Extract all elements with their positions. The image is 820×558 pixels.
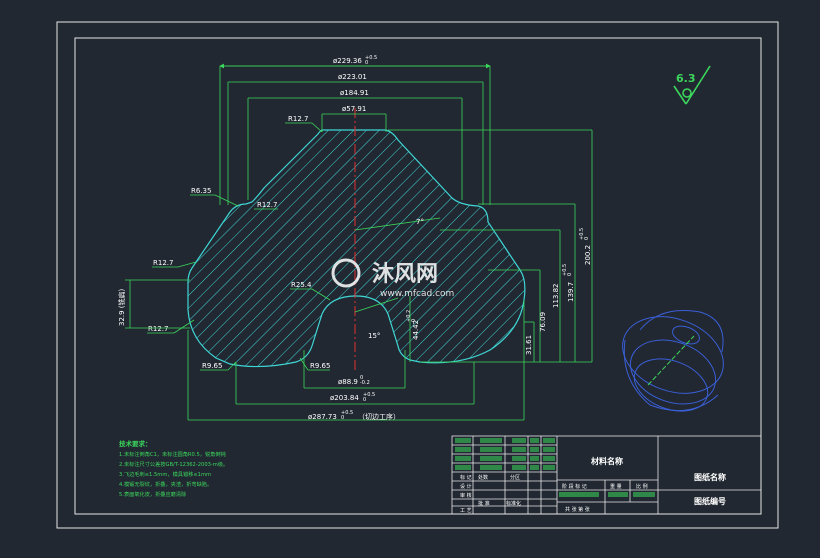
dim-d287-tol2: 0 <box>341 415 344 421</box>
title-block <box>451 435 762 515</box>
notes-line-5: 5.表面氧化皮，折叠应磨清除 <box>119 490 187 498</box>
tb-row-sheji: 设 计 <box>460 483 472 490</box>
tb-weight-label: 重 量 <box>610 483 622 490</box>
dim-v200: 200.2 <box>584 245 592 265</box>
tb-bottom-pizhun: 批 准 <box>478 500 490 507</box>
dim-v139: 139.7 <box>567 282 575 302</box>
watermark: 沐风网 www.mfcad.com <box>331 258 454 299</box>
dim-d203-tol2: 0 <box>363 397 366 403</box>
dim-v31: 31.61 <box>525 335 533 355</box>
dim-left-height: 32.9 (铣扁) <box>117 288 126 326</box>
dim-v139-tol: +0.5 <box>562 264 568 276</box>
radius-mid: R12.7 <box>257 201 277 209</box>
tb-row-biaoji: 标 记 <box>460 474 472 481</box>
tb-scale-label: 比 例 <box>636 483 648 490</box>
dim-d287-note: （切边工序） <box>358 412 400 421</box>
radius-bottom: R9.65 <box>202 362 222 370</box>
technical-notes: 技术要求： 1.未标注倒角C1，未标注圆角R0.5，锐角倒钝 2.未标注尺寸公差… <box>119 439 228 498</box>
dim-d57: ø57.91 <box>342 105 366 113</box>
tb-row-shenhe: 审 核 <box>460 492 472 499</box>
tb-material: 材料名称 <box>591 456 623 466</box>
isometric-3d-view <box>622 309 724 412</box>
dim-v44: 44.42 <box>412 320 420 340</box>
dim-v200-tol: +0.5 <box>579 228 585 240</box>
left-height-dim <box>125 279 190 329</box>
dim-v76: 76.09 <box>539 312 547 332</box>
dim-d88-tol: 0 <box>360 375 363 381</box>
right-dimensions <box>388 129 593 363</box>
radius-top: R12.7 <box>288 115 308 123</box>
notes-line-2: 2.未标注尺寸公差按GB/T-12362-2003-m级。 <box>119 460 228 468</box>
watermark-brand: 沐风网 <box>372 262 438 287</box>
dim-d287: ø287.73 <box>308 413 337 421</box>
tb-bottom-biaozhunhua: 标准化 <box>506 500 521 507</box>
bottom-dimensions <box>187 300 525 421</box>
surface-roughness-symbol <box>673 65 711 105</box>
roughness-value: 6.3 <box>676 72 696 85</box>
dim-d287-tol: +0.5 <box>341 410 353 416</box>
dim-d203-tol: +0.5 <box>363 392 375 398</box>
angle-15: 15° <box>368 332 380 340</box>
dim-v200-tol2: 0 <box>584 237 590 240</box>
radius-left2: R12.7 <box>148 325 168 333</box>
dim-d203: ø203.84 <box>330 394 359 402</box>
angle-line-15 <box>354 297 399 313</box>
tb-col-fenqu: 分区 <box>510 474 520 481</box>
dim-d88: ø88.9 <box>338 378 358 386</box>
dim-d223: ø223.01 <box>338 73 367 81</box>
tb-row-gongyi: 工 艺 <box>460 508 472 514</box>
dim-v44-tol: +0.2 <box>406 310 412 322</box>
notes-line-3: 3.飞边毛刺≤1.5mm，模具错移≤1mm <box>119 470 211 478</box>
title-block-header-cells <box>455 438 655 497</box>
radius-left1: R12.7 <box>153 259 173 267</box>
dim-d229-tol: +0.5 <box>365 55 377 61</box>
dim-d229: ø229.36 <box>333 57 362 65</box>
notes-line-1: 1.未标注倒角C1，未标注圆角R0.5，锐角倒钝 <box>119 450 226 458</box>
part-section-hatched <box>187 129 526 368</box>
radius-inner2: R9.65 <box>310 362 330 370</box>
tb-sheet-count: 共 张 第 张 <box>565 506 590 513</box>
tb-col-chushu: 处数 <box>478 474 488 481</box>
tb-drawing-no: 图纸编号 <box>694 496 726 506</box>
angle-7: 7° <box>416 218 424 226</box>
tb-stage-label: 阶 段 标 记 <box>562 483 587 490</box>
dim-v113: 113.82 <box>552 284 560 309</box>
dim-d184: ø184.91 <box>340 89 369 97</box>
radius-inner1: R25.4 <box>291 281 312 289</box>
outer-frame <box>56 21 779 529</box>
notes-title: 技术要求： <box>119 439 152 448</box>
inner-frame <box>74 37 762 515</box>
dim-v139-tol2: 0 <box>567 273 573 276</box>
dim-d88-tol2: -0.2 <box>360 380 370 386</box>
top-dimensions <box>219 63 491 205</box>
dim-v44-tol2: 0 <box>411 319 417 322</box>
tb-drawing-name: 图纸名称 <box>694 472 726 482</box>
angle-line-7 <box>354 217 441 231</box>
radius-635: R6.35 <box>191 187 211 195</box>
notes-line-4: 4.模锻无裂纹，折叠，夹渣，折弯缺陷。 <box>119 480 212 488</box>
dim-d229-tol2: 0 <box>365 60 368 66</box>
watermark-url: www.mfcad.com <box>380 289 454 299</box>
